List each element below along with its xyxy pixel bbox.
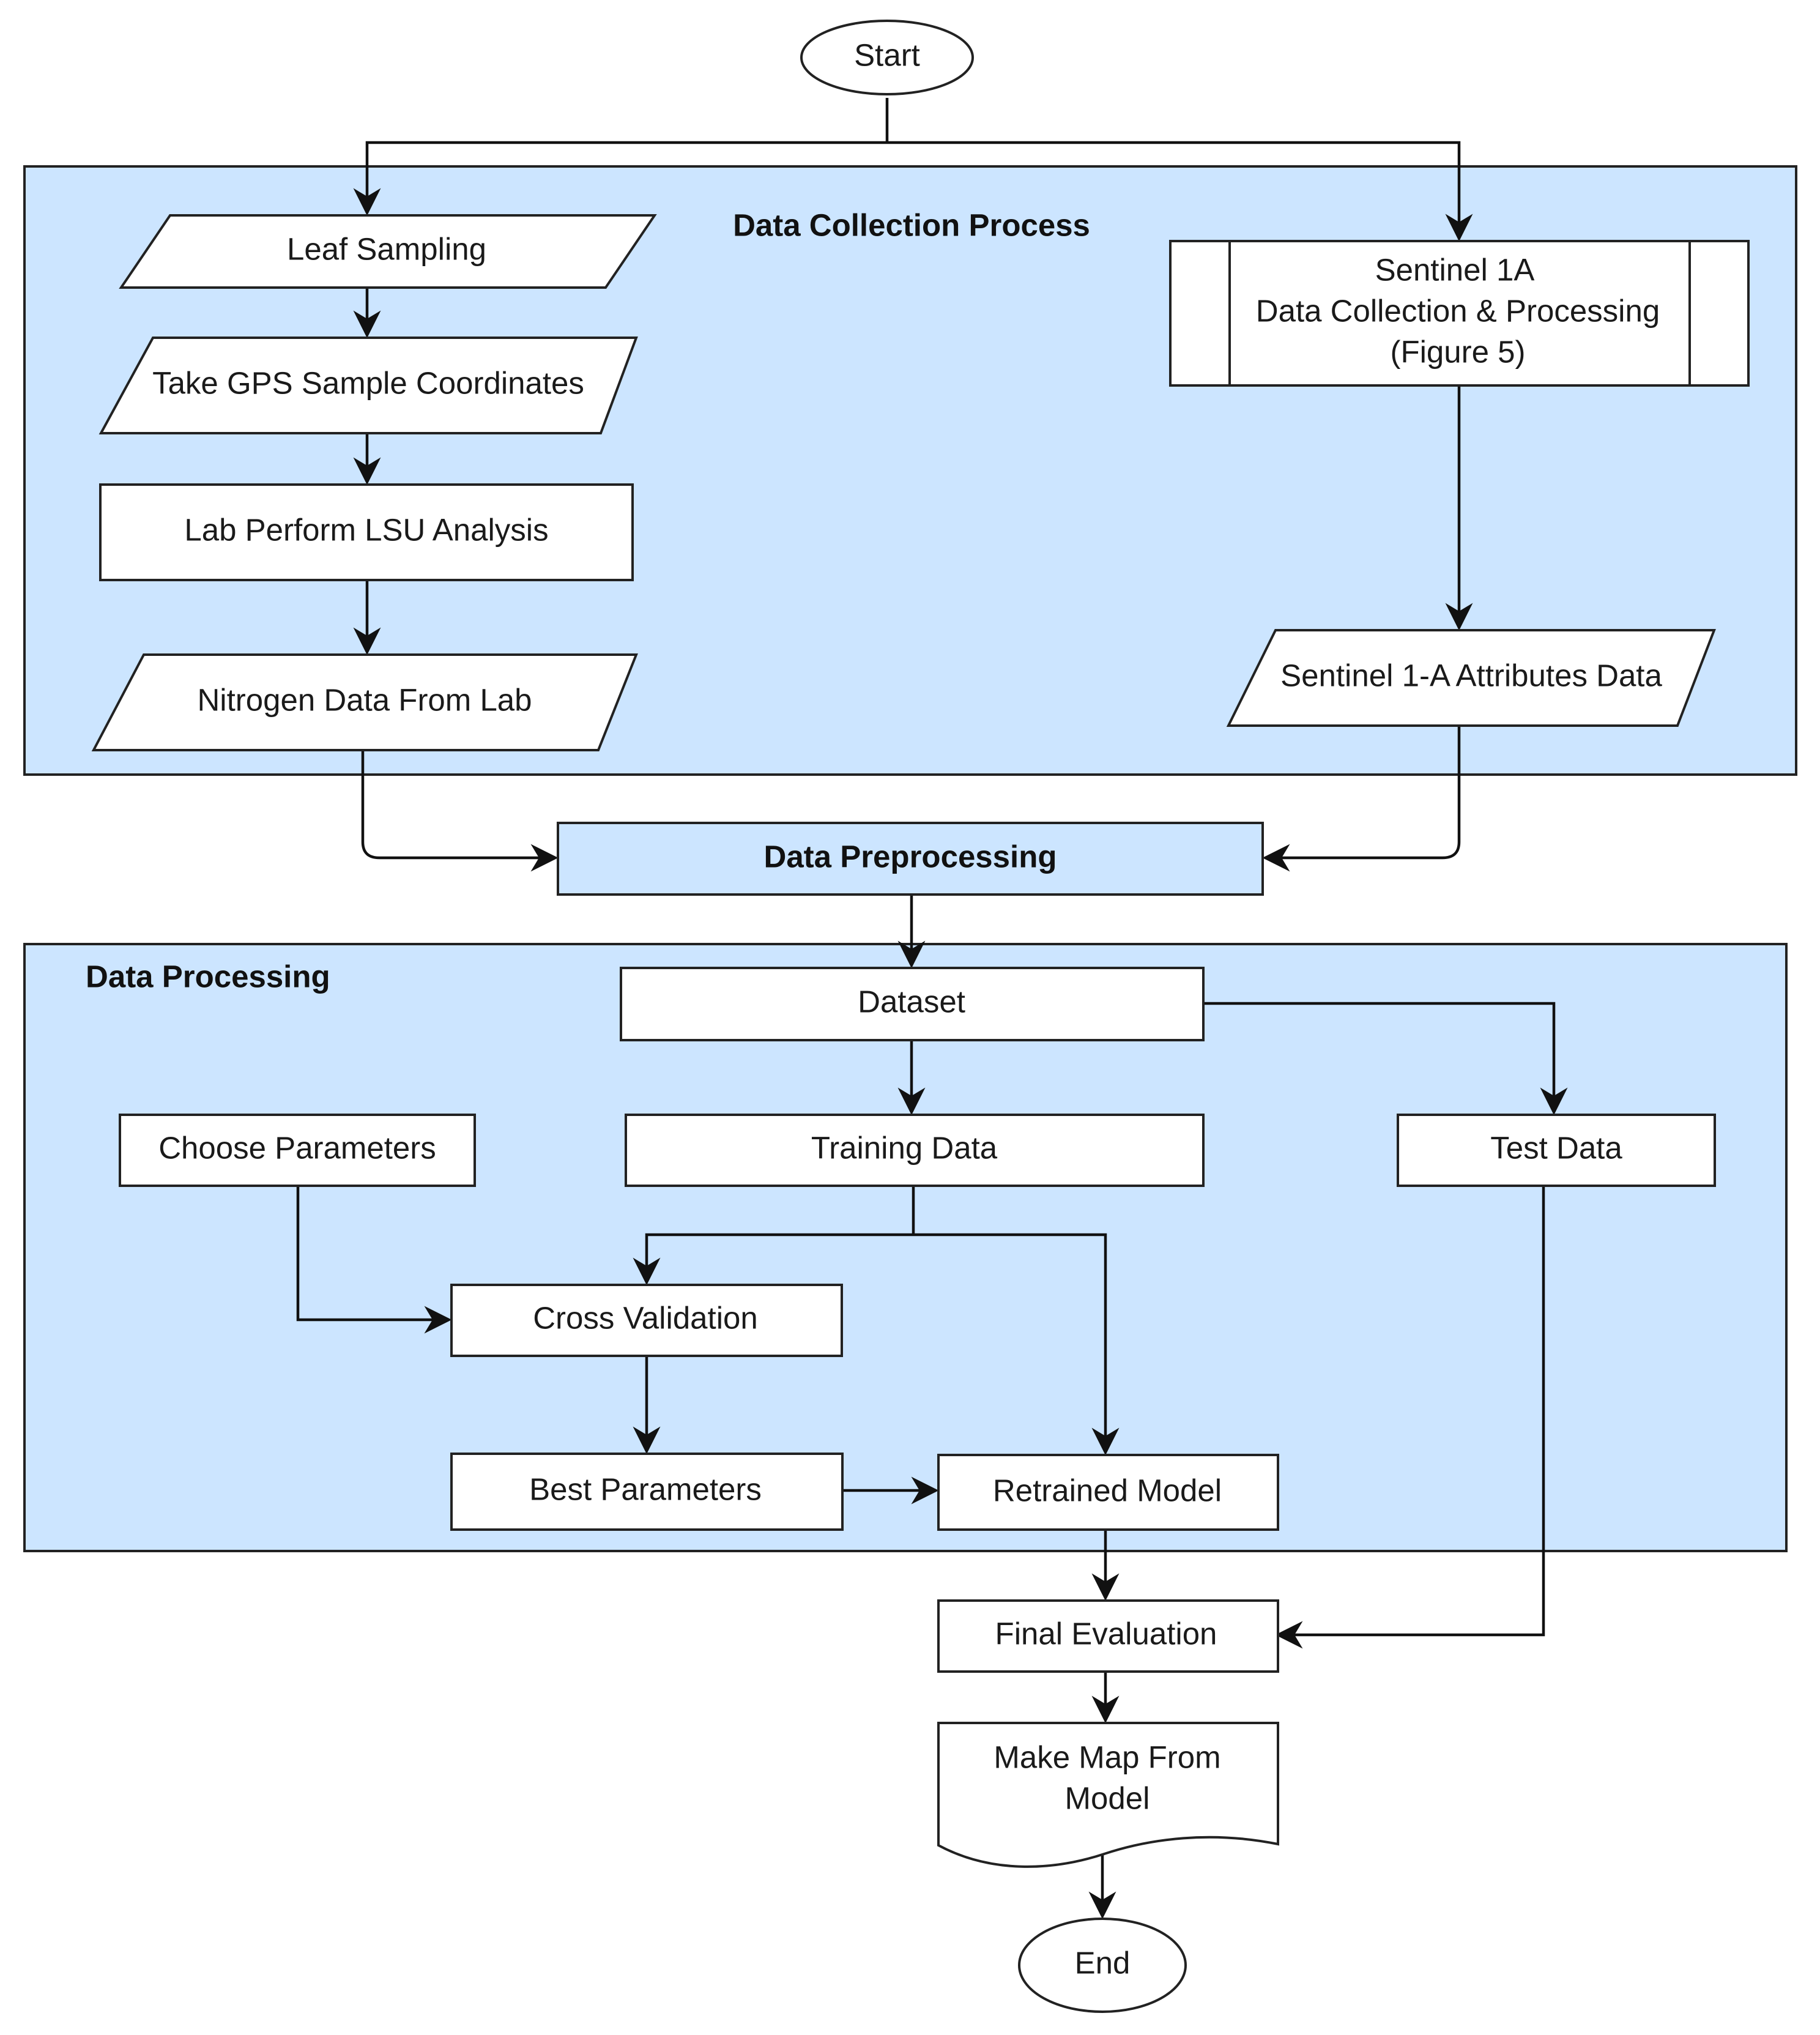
edge-dataset-to-test <box>1203 1002 1568 1115</box>
node-best-parameters: Best Parameters <box>450 1453 844 1531</box>
edge-start-to-sentinel <box>887 141 1473 242</box>
node-take-gps: Take GPS Sample Coordinates <box>98 337 638 434</box>
node-training-data-label: Training Data <box>811 1130 998 1165</box>
node-lab-lsu: Lab Perform LSU Analysis <box>99 483 634 581</box>
edge-choose-to-cross <box>296 1186 452 1334</box>
edge-training-to-retrained <box>913 1233 1120 1456</box>
edge-nitrogen-to-preprocessing <box>361 750 559 872</box>
node-choose-parameters-label: Choose Parameters <box>158 1130 436 1165</box>
node-best-parameters-label: Best Parameters <box>529 1471 762 1506</box>
region-title-data-collection: Data Collection Process <box>733 207 1090 242</box>
region-title-data-processing: Data Processing <box>86 959 330 994</box>
node-cross-validation: Cross Validation <box>450 1284 843 1357</box>
node-retrained-model: Retrained Model <box>937 1454 1279 1531</box>
edge-test-to-final <box>1275 1186 1545 1649</box>
node-dataset-label: Dataset <box>858 984 965 1019</box>
edge-training-to-cross <box>633 1233 913 1285</box>
edge-start-to-leaf <box>353 141 887 216</box>
node-data-preprocessing: Data Preprocessing <box>557 822 1264 896</box>
node-sentinel-label-2: Data Collection & Processing <box>1256 293 1660 328</box>
node-make-map-document: Make Map From Model <box>937 1722 1279 1868</box>
node-nitrogen-data: Nitrogen Data From Lab <box>91 653 638 751</box>
node-make-map-label-2: Model <box>1065 1780 1150 1815</box>
edge-attributes-to-preprocessing <box>1262 726 1461 872</box>
node-sentinel-attributes-label: Sentinel 1-A Attributes Data <box>1280 658 1662 693</box>
node-sentinel-attributes: Sentinel 1-A Attributes Data <box>1226 629 1716 727</box>
node-end-label: End <box>1075 1945 1131 1980</box>
node-retrained-model-label: Retrained Model <box>993 1473 1222 1508</box>
node-start: Start <box>800 20 974 95</box>
node-nitrogen-data-label: Nitrogen Data From Lab <box>197 682 532 717</box>
node-cross-validation-label: Cross Validation <box>533 1300 758 1335</box>
node-sentinel-label-3: (Figure 5) <box>1390 334 1525 369</box>
node-training-data: Training Data <box>625 1114 1205 1187</box>
node-sentinel-label-1: Sentinel 1A <box>1375 252 1535 287</box>
node-make-map-label-1: Make Map From <box>994 1739 1220 1774</box>
node-test-data: Test Data <box>1397 1114 1716 1187</box>
node-leaf-sampling-label: Leaf Sampling <box>287 231 486 266</box>
node-final-evaluation-label: Final Evaluation <box>995 1616 1217 1651</box>
node-final-evaluation: Final Evaluation <box>937 1599 1279 1673</box>
node-take-gps-label: Take GPS Sample Coordinates <box>152 365 584 400</box>
node-start-label: Start <box>854 37 920 72</box>
node-end: End <box>1018 1918 1187 2013</box>
edges <box>296 98 1568 1919</box>
node-sentinel-subprocess: Sentinel 1A Data Collection & Processing… <box>1169 240 1750 387</box>
node-data-preprocessing-label: Data Preprocessing <box>763 839 1057 874</box>
node-leaf-sampling: Leaf Sampling <box>119 214 657 289</box>
node-dataset: Dataset <box>620 967 1205 1041</box>
node-choose-parameters: Choose Parameters <box>119 1114 476 1187</box>
node-test-data-label: Test Data <box>1490 1130 1622 1165</box>
node-lab-lsu-label: Lab Perform LSU Analysis <box>184 512 548 547</box>
